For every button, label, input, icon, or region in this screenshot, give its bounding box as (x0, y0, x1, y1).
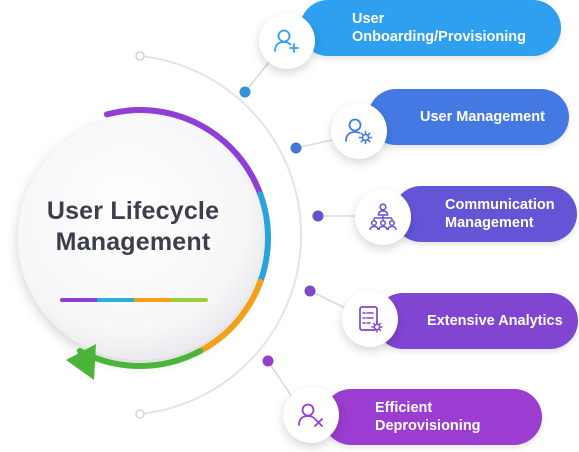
connector-dot (312, 210, 324, 222)
connector-dot (239, 86, 251, 98)
outer-arc (139, 55, 303, 415)
checklist-gear-icon (359, 306, 383, 333)
connector-dot (290, 142, 302, 154)
step-pill-onboarding: User Onboarding/Provisioning (300, 0, 561, 56)
step-icon-circle (331, 103, 387, 159)
outer-arc-bottom-end (135, 409, 145, 419)
team-hierarchy-icon (369, 203, 397, 231)
step-icon-circle (259, 13, 315, 69)
user-plus-icon (274, 29, 299, 53)
step-label: User Management (420, 109, 545, 125)
diagram-title: User Lifecycle Management (46, 197, 220, 256)
ring-arc-purple (103, 107, 264, 198)
underline-segment-2 (97, 298, 134, 302)
ring-arrow-head (66, 344, 96, 380)
title-underline (60, 298, 208, 302)
underline-segment-4 (171, 298, 208, 302)
step-pill-communication: Communication Management (393, 186, 577, 242)
step-pill-analytics: Extensive Analytics (375, 293, 578, 349)
step-label: Extensive Analytics (427, 313, 563, 329)
step-pill-user-management: User Management (368, 89, 569, 145)
ring-arc-blue (257, 191, 272, 285)
underline-segment-3 (134, 298, 171, 302)
underline-segment-1 (60, 298, 97, 302)
step-label: User Onboarding/Provisioning (352, 11, 526, 45)
user-remove-icon (298, 403, 323, 427)
step-icon-circle (355, 189, 411, 245)
step-label: Efficient Deprovisioning (375, 400, 481, 434)
step-icon-circle (283, 387, 339, 443)
step-icon-circle (342, 291, 398, 347)
step-label: Communication Management (445, 197, 555, 231)
connector-dot (262, 355, 274, 367)
ring-arc-orange (197, 278, 264, 354)
user-gear-icon (345, 118, 373, 145)
outer-arc-top-end (135, 51, 145, 61)
step-pill-deprovisioning: Efficient Deprovisioning (323, 389, 542, 445)
connector-dot (304, 285, 316, 297)
